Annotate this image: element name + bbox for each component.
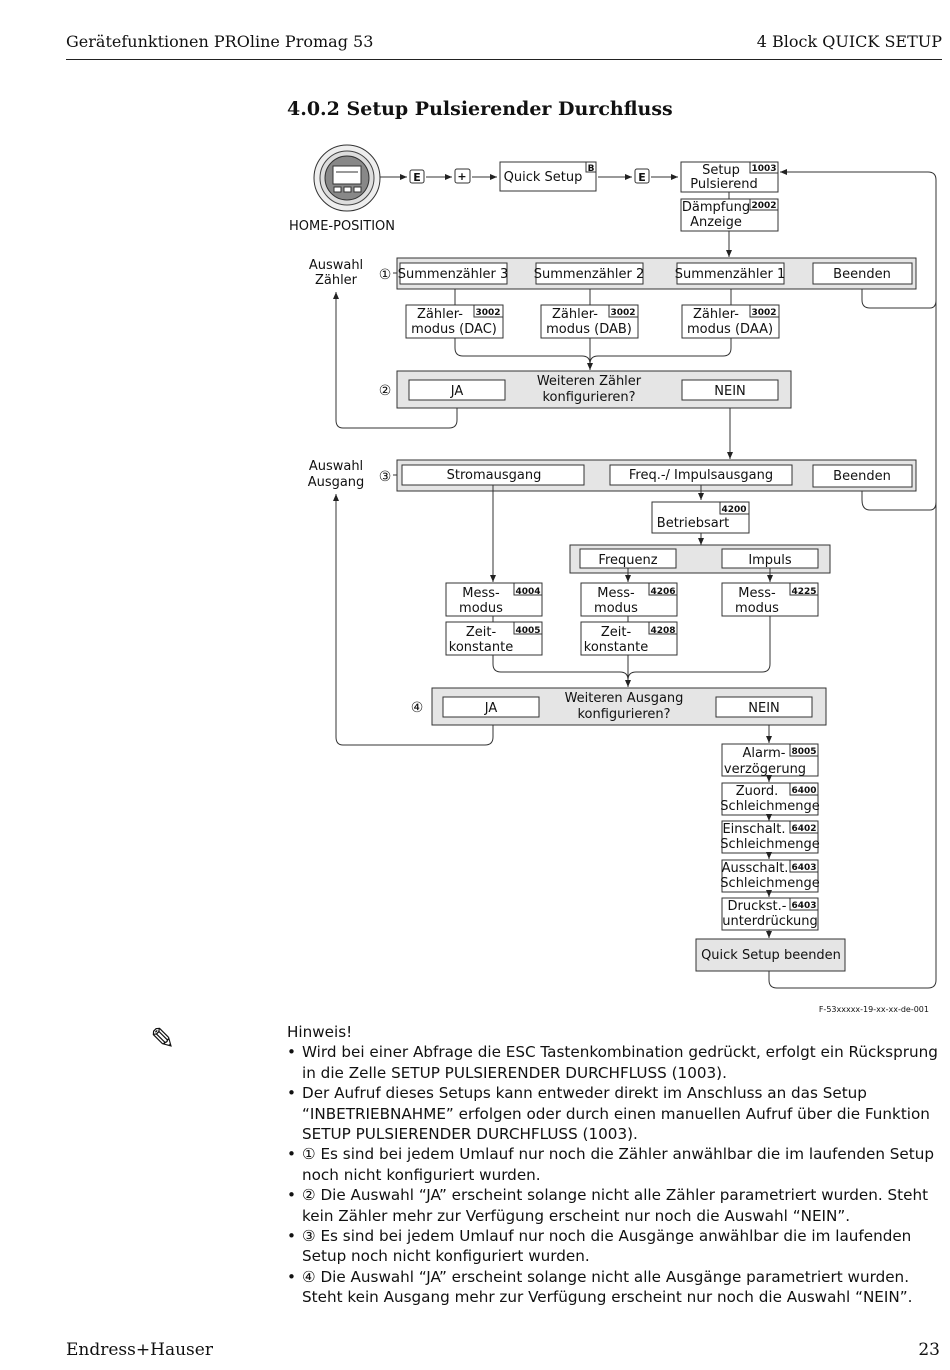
svg-text:JA: JA (450, 384, 464, 399)
note-item: ③ Es sind bei jedem Umlauf nur noch die … (287, 1226, 947, 1267)
page-number: 23 (918, 1340, 940, 1360)
svg-text:Ausschalt.: Ausschalt. (722, 861, 789, 876)
svg-text:Zähler: Zähler (315, 273, 358, 288)
svg-text:3002: 3002 (751, 308, 776, 318)
header-left: Gerätefunktionen PROline Promag 53 (66, 32, 374, 51)
svg-text:Pulsierend: Pulsierend (690, 177, 757, 192)
svg-text:6403: 6403 (791, 901, 816, 911)
pencil-icon: ✎ (150, 1022, 176, 1057)
svg-text:konstante: konstante (449, 640, 513, 655)
svg-text:1003: 1003 (751, 164, 776, 174)
svg-text:Zeit-: Zeit- (466, 625, 497, 640)
svg-text:Weiteren Zähler: Weiteren Zähler (537, 374, 642, 389)
note-item: ① Es sind bei jedem Umlauf nur noch die … (287, 1144, 947, 1185)
svg-text:Zähler-: Zähler- (552, 307, 598, 322)
note-item: Wird bei einer Abfrage die ESC Tastenkom… (287, 1042, 947, 1083)
svg-text:Impuls: Impuls (748, 553, 792, 568)
svg-text:verzögerung: verzögerung (724, 762, 806, 777)
svg-text:Zähler-: Zähler- (417, 307, 463, 322)
svg-text:Dämpfung: Dämpfung (682, 200, 750, 215)
svg-text:Beenden: Beenden (833, 267, 891, 282)
svg-text:Stromausgang: Stromausgang (447, 468, 542, 483)
svg-text:konfigurieren?: konfigurieren? (542, 390, 635, 405)
svg-text:8005: 8005 (791, 747, 816, 757)
svg-text:4004: 4004 (515, 587, 540, 597)
svg-text:Mess-: Mess- (738, 586, 776, 601)
svg-text:Auswahl: Auswahl (309, 459, 363, 474)
svg-text:Frequenz: Frequenz (598, 553, 657, 568)
svg-text:JA: JA (484, 701, 498, 716)
svg-text:Summenzähler 1: Summenzähler 1 (675, 267, 785, 282)
svg-text:4225: 4225 (791, 587, 816, 597)
svg-text:4005: 4005 (515, 626, 540, 636)
svg-text:Betriebsart: Betriebsart (657, 516, 729, 531)
svg-text:①: ① (379, 267, 392, 283)
svg-text:Zähler-: Zähler- (693, 307, 739, 322)
svg-text:Schleichmenge: Schleichmenge (720, 799, 819, 814)
home-position-label: HOME-POSITION (289, 219, 395, 234)
svg-text:NEIN: NEIN (748, 701, 780, 716)
svg-text:Mess-: Mess- (462, 586, 500, 601)
svg-text:Schleichmenge: Schleichmenge (720, 876, 819, 891)
svg-text:4206: 4206 (650, 587, 675, 597)
note-heading: Hinweis! (287, 1023, 353, 1041)
svg-text:modus: modus (735, 601, 779, 616)
svg-text:Einschalt.: Einschalt. (722, 822, 785, 837)
svg-text:modus (DAB): modus (DAB) (546, 322, 632, 337)
svg-text:Druckst.-: Druckst.- (728, 899, 787, 914)
svg-text:Beenden: Beenden (833, 469, 891, 484)
figure-id: F-53xxxxx-19-xx-xx-de-001 (819, 1005, 929, 1014)
svg-text:konstante: konstante (584, 640, 648, 655)
note-item: ② Die Auswahl “JA” erscheint solange nic… (287, 1185, 947, 1226)
svg-text:④: ④ (411, 700, 424, 716)
svg-text:Zeit-: Zeit- (601, 625, 632, 640)
svg-text:Summenzähler 2: Summenzähler 2 (534, 267, 644, 282)
header-right: 4 Block QUICK SETUP (756, 32, 942, 51)
note-item: ④ Die Auswahl “JA” erscheint solange nic… (287, 1267, 947, 1308)
svg-text:unterdrückung: unterdrückung (722, 914, 818, 929)
svg-text:NEIN: NEIN (714, 384, 746, 399)
svg-text:modus: modus (594, 601, 638, 616)
svg-text:Zuord.: Zuord. (736, 784, 779, 799)
note-block: Hinweis! Wird bei einer Abfrage die ESC … (287, 1022, 947, 1308)
svg-text:Quick Setup beenden: Quick Setup beenden (701, 948, 841, 963)
svg-text:Freq.-/ Impulsausgang: Freq.-/ Impulsausgang (629, 468, 773, 483)
section-title: 4.0.2 Setup Pulsierender Durchfluss (287, 98, 673, 120)
home-display-icon (313, 144, 381, 212)
svg-text:Mess-: Mess- (597, 586, 635, 601)
note-item: Der Aufruf dieses Setups kann entweder d… (287, 1083, 947, 1144)
header-rule (66, 59, 942, 60)
svg-text:Summenzähler 3: Summenzähler 3 (398, 267, 508, 282)
svg-text:modus (DAC): modus (DAC) (411, 322, 497, 337)
svg-text:6403: 6403 (791, 863, 816, 873)
svg-text:konfigurieren?: konfigurieren? (577, 707, 670, 722)
svg-text:4208: 4208 (650, 626, 675, 636)
footer-brand: Endress+Hauser (66, 1340, 213, 1360)
svg-text:modus (DAA): modus (DAA) (687, 322, 773, 337)
svg-text:B: B (588, 164, 595, 174)
svg-text:2002: 2002 (751, 201, 776, 211)
svg-text:Weiteren Ausgang: Weiteren Ausgang (565, 691, 684, 706)
quick-setup-box: Quick Setup (504, 170, 583, 185)
svg-text:Ausgang: Ausgang (308, 475, 365, 490)
svg-text:③: ③ (379, 469, 392, 485)
svg-text:E: E (413, 171, 421, 184)
svg-text:②: ② (379, 383, 392, 399)
svg-text:6400: 6400 (791, 786, 816, 796)
svg-text:modus: modus (459, 601, 503, 616)
svg-text:Alarm-: Alarm- (743, 746, 786, 761)
svg-text:3002: 3002 (475, 308, 500, 318)
svg-text:6402: 6402 (791, 824, 816, 834)
svg-text:Schleichmenge: Schleichmenge (720, 837, 819, 852)
svg-text:Auswahl: Auswahl (309, 258, 363, 273)
svg-text:Anzeige: Anzeige (690, 215, 742, 230)
svg-text:Setup: Setup (702, 163, 740, 178)
svg-text:+: + (457, 170, 466, 183)
svg-text:3002: 3002 (610, 308, 635, 318)
svg-text:4200: 4200 (721, 505, 746, 515)
svg-text:E: E (638, 171, 646, 184)
